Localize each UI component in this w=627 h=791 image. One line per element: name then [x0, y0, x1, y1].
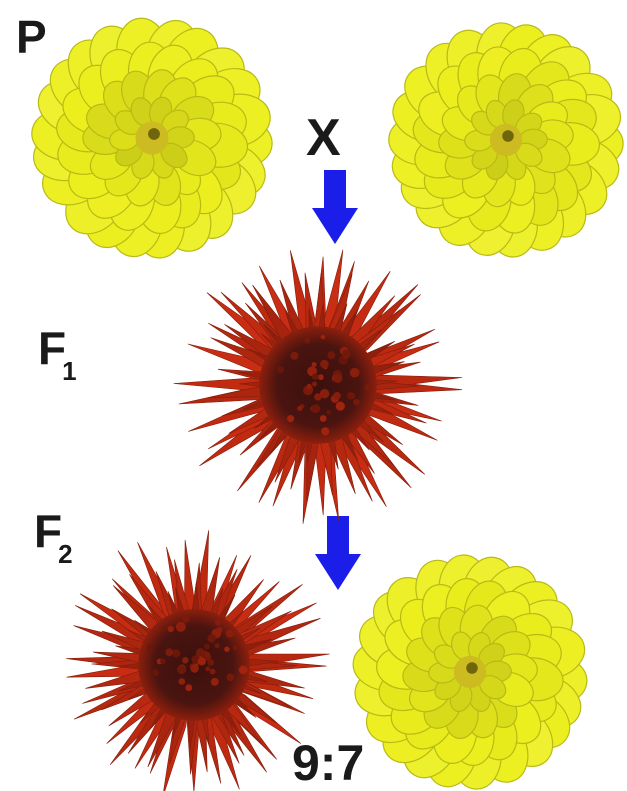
genetics-cross-diagram: P F1 F2 X 9:7 — [0, 0, 627, 791]
f2-yellow-flower — [0, 0, 627, 791]
